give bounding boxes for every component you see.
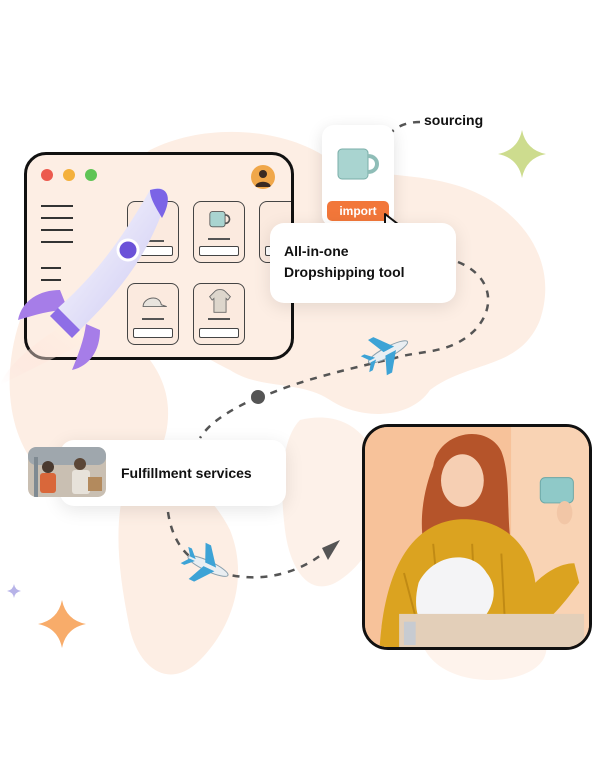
dropshipping-tool-card: All-in-one Dropshipping tool bbox=[270, 223, 456, 303]
product-card-hoodie[interactable] bbox=[193, 283, 245, 345]
import-button[interactable]: import bbox=[327, 201, 389, 221]
mug-icon bbox=[209, 211, 231, 228]
avatar-icon bbox=[251, 165, 275, 189]
sourcing-label: sourcing bbox=[424, 112, 484, 128]
sidebar-menu-line bbox=[41, 267, 61, 269]
rocket-icon bbox=[0, 188, 168, 385]
cap-icon bbox=[142, 297, 167, 307]
hoodie-icon bbox=[209, 289, 231, 313]
sparkle-icon bbox=[498, 130, 546, 178]
product-card-mug[interactable] bbox=[193, 201, 245, 263]
warehouse-workers-photo bbox=[28, 447, 106, 497]
sparkle-icon bbox=[38, 600, 86, 648]
fulfillment-label: Fulfillment services bbox=[121, 465, 252, 481]
airplane-icon bbox=[180, 542, 229, 582]
sidebar-menu-line bbox=[41, 205, 73, 207]
sparkle-icon bbox=[7, 584, 21, 598]
import-product-card: import bbox=[322, 125, 394, 227]
shipping-route bbox=[166, 120, 490, 579]
customer-unboxing-photo bbox=[362, 424, 592, 650]
tool-title-line1: All-in-one bbox=[284, 243, 349, 259]
route-waypoint bbox=[251, 390, 265, 404]
sidebar-menu-line bbox=[41, 241, 73, 243]
window-close-dot bbox=[41, 169, 53, 181]
window-maximize-dot bbox=[85, 169, 97, 181]
route-arrowhead bbox=[322, 540, 340, 560]
product-card-cap[interactable] bbox=[127, 283, 179, 345]
sidebar-menu-line bbox=[41, 279, 61, 281]
window-minimize-dot bbox=[63, 169, 75, 181]
tool-title-line2: Dropshipping tool bbox=[284, 264, 405, 280]
sidebar-menu-line bbox=[41, 229, 73, 231]
airplane-icon bbox=[360, 337, 409, 376]
sidebar-menu-line bbox=[41, 217, 73, 219]
mug-icon bbox=[337, 148, 379, 180]
